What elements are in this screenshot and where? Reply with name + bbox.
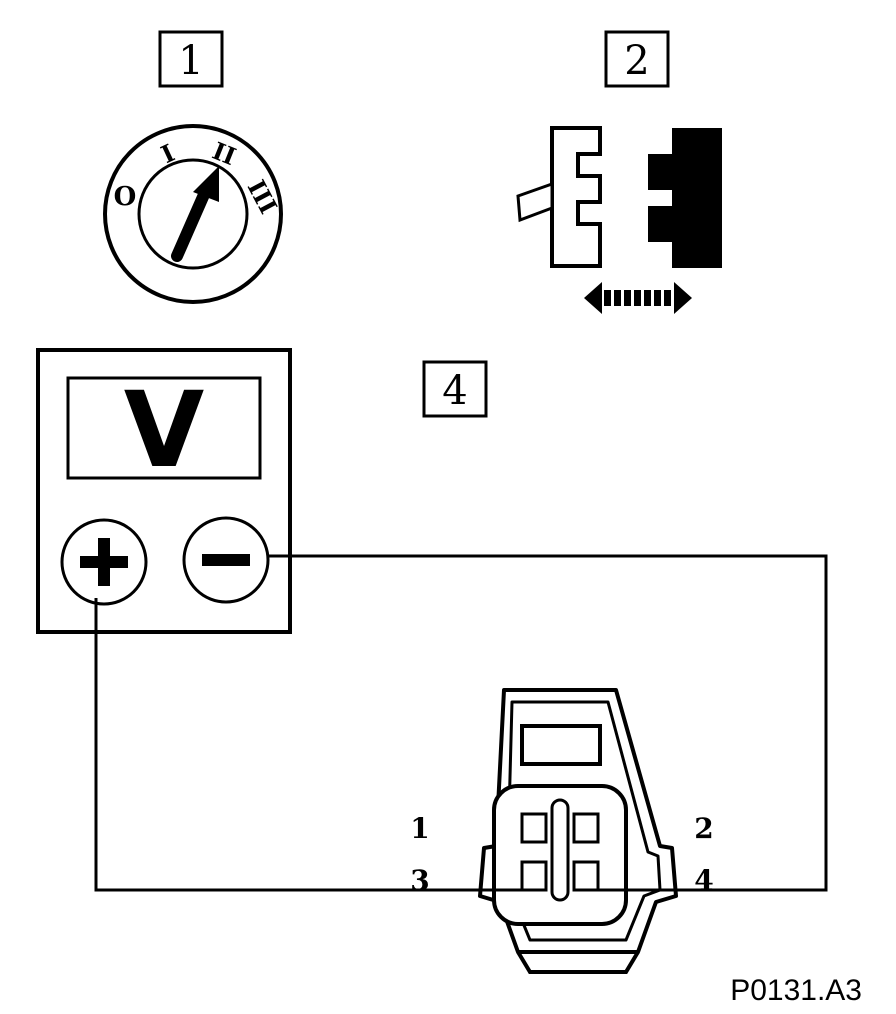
pin-label-4: 4 [694,864,713,897]
voltmeter-icon: V [36,348,292,634]
callout-4-label: 4 [442,368,467,414]
test-leads [94,554,828,892]
double-arrow-icon [584,282,692,314]
negative-terminal [182,516,270,604]
positive-lead-wire [94,598,534,892]
callout-1-label: 1 [178,38,203,84]
pin-label-1: 1 [410,812,429,845]
callout-1: 1 [158,30,224,88]
callout-2-label: 2 [624,38,649,84]
ignition-position-0: O [114,182,137,212]
ignition-switch-icon: O I II III [103,124,283,304]
connector-disconnect-icon [516,126,722,314]
pin-label-2: 2 [694,812,713,845]
callout-4: 4 [422,360,488,418]
key-pointer-icon [171,166,219,262]
callout-2: 2 [604,30,670,88]
negative-lead-wire [268,554,828,892]
figure-reference-code: P0131.A3 [730,974,862,1007]
pin-label-3: 3 [410,864,429,897]
sensor-connector-icon: 1 2 3 4 [410,688,714,974]
meter-display-unit: V [124,369,205,491]
positive-terminal [60,518,148,606]
